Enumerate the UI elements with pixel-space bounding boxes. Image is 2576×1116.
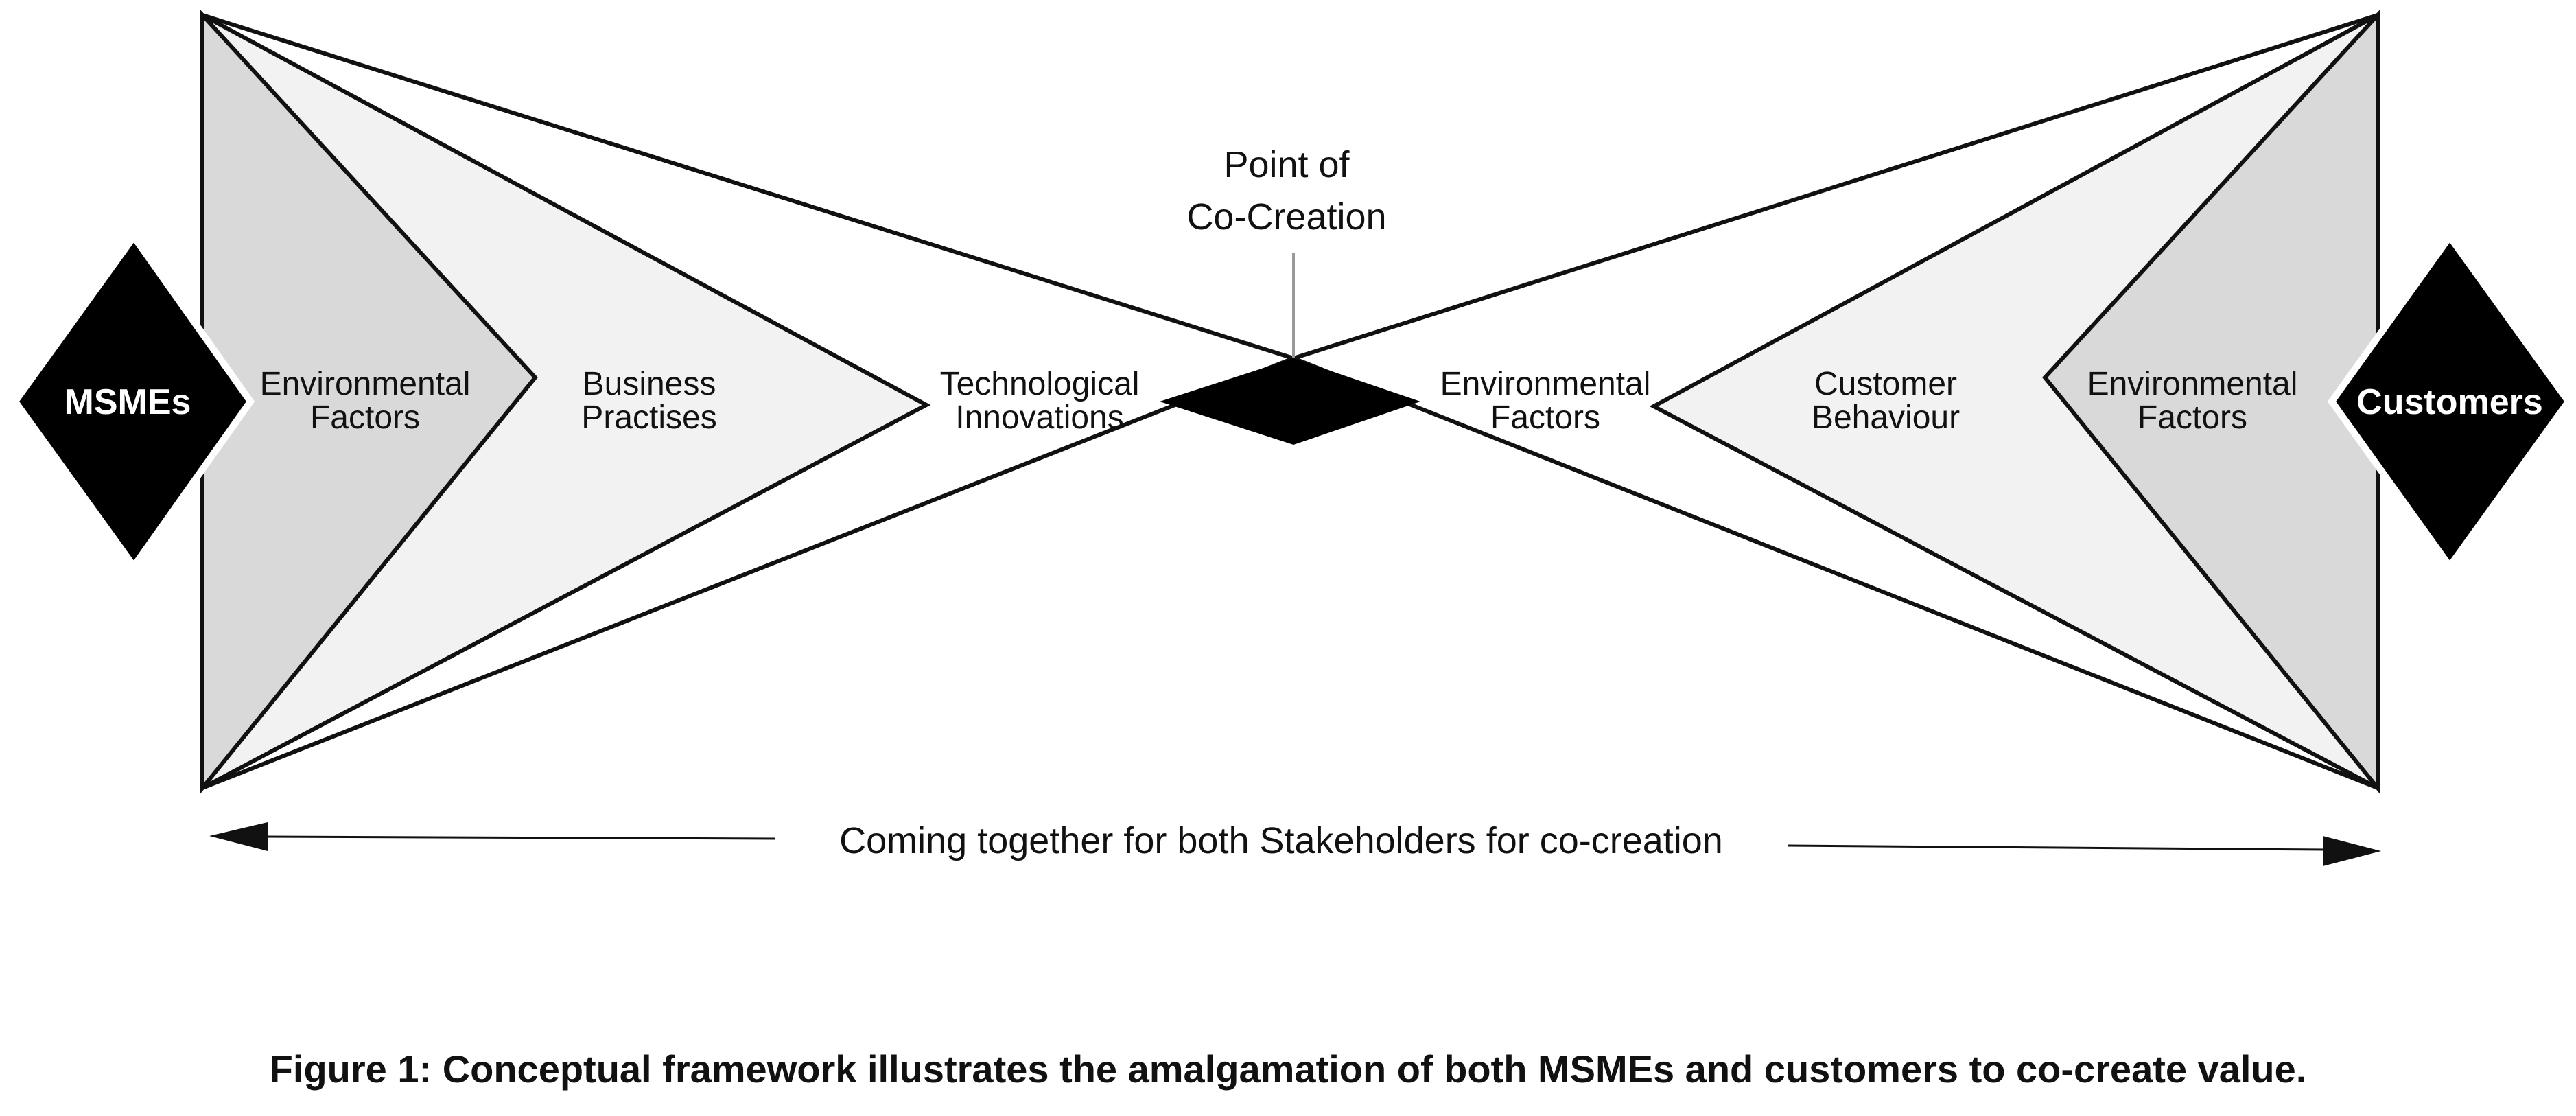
co-creation-diamond — [1160, 358, 1420, 445]
left-environmental-label-line1: Environmental — [260, 366, 471, 402]
msmes-label: MSMEs — [65, 382, 191, 422]
arrow-label: Coming together for both Stakeholders fo… — [839, 820, 1723, 861]
arrow-head-left — [209, 822, 268, 851]
point-of-co-creation-label-line1: Point of — [1223, 144, 1350, 185]
business-practises-label-line1: Business — [583, 366, 716, 402]
arrow-head-right — [2323, 836, 2381, 866]
customer-behaviour-label-line1: Customer — [1814, 366, 1957, 402]
outer-environmental-label-line1: Environmental — [2087, 366, 2298, 402]
outer-environmental-label-line2: Factors — [2138, 399, 2247, 436]
point-of-co-creation-label-line2: Co-Creation — [1186, 196, 1386, 237]
right-environmental-label-line1: Environmental — [1440, 366, 1651, 402]
arrow-line-right — [1787, 844, 2327, 851]
arrow-line-left — [260, 835, 776, 840]
customers-label: Customers — [2356, 382, 2543, 422]
conceptual-framework-diagram: MSMEs Customers Environmental Factors Bu… — [10, 10, 2573, 866]
technological-innovations-label-line2: Innovations — [955, 399, 1124, 436]
business-practises-label-line2: Practises — [581, 399, 716, 436]
right-environmental-label-line2: Factors — [1490, 399, 1600, 436]
technological-innovations-label-line1: Technological — [940, 366, 1140, 402]
figure-caption: Figure 1: Conceptual framework illustrat… — [269, 1047, 2307, 1091]
msmes-diamond — [10, 231, 255, 572]
left-environmental-label-line2: Factors — [310, 399, 420, 436]
customers-diamond — [2327, 231, 2573, 572]
customer-behaviour-label-line2: Behaviour — [1812, 399, 1960, 436]
